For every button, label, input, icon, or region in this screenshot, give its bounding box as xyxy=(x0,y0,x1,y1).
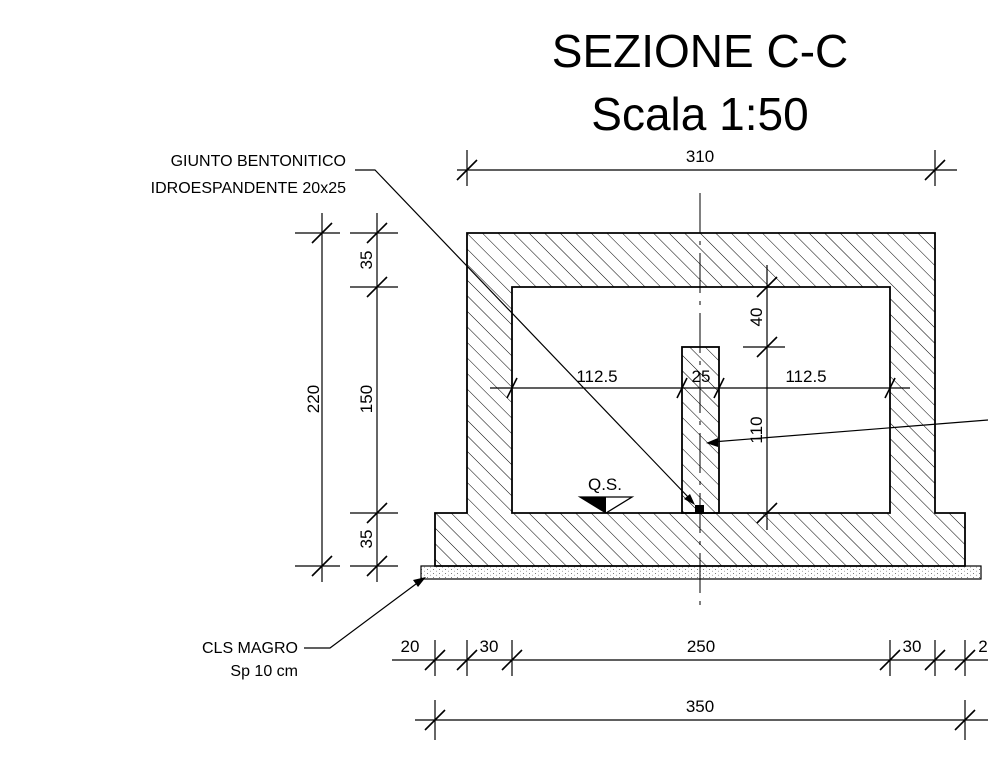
dim-bottom-right-toe-text: 2 xyxy=(978,637,987,656)
right-edge-leader xyxy=(706,419,988,447)
lean-concrete-leader: CLS MAGRO Sp 10 cm xyxy=(202,577,426,680)
dim-bottom-right-wall-text: 30 xyxy=(903,637,922,656)
dim-top-total-text: 310 xyxy=(686,147,714,166)
joint-label-line2: IDROESPANDENTE 20x25 xyxy=(151,180,346,197)
scale-title: Scala 1:50 xyxy=(591,88,808,140)
dim-bottom-left-wall-text: 30 xyxy=(480,637,499,656)
water-level-text: Q.S. xyxy=(588,475,622,494)
dim-inner-chain: 112.5 25 112.5 xyxy=(490,367,910,399)
dim-left-clear-text: 150 xyxy=(357,385,376,413)
water-level-marker: Q.S. xyxy=(577,475,635,514)
lean-concrete-label-line1: CLS MAGRO xyxy=(202,640,298,657)
joint-label-line1: GIUNTO BENTONITICO xyxy=(171,153,346,170)
culvert-section xyxy=(434,232,966,567)
dim-wall-thickness-text: 25 xyxy=(692,367,711,386)
dim-wall-top-gap-text: 40 xyxy=(747,308,766,327)
dim-left-total: 220 xyxy=(295,213,340,582)
dim-bottom-clear-text: 250 xyxy=(687,637,715,656)
dim-wall-height-text: 110 xyxy=(747,416,766,443)
dim-inner-left-text: 112.5 xyxy=(576,367,617,386)
dim-bottom-total: 350 xyxy=(415,697,988,740)
dim-left-top-slab-text: 35 xyxy=(357,251,376,270)
dim-wall-vertical: 40 110 xyxy=(743,265,785,530)
joint-leader: GIUNTO BENTONITICO IDROESPANDENTE 20x25 xyxy=(151,153,695,505)
dim-bottom-total-text: 350 xyxy=(686,697,714,716)
dim-inner-right-text: 112.5 xyxy=(785,367,826,386)
section-title: SEZIONE C-C xyxy=(552,25,848,77)
dim-bottom-left-toe-text: 20 xyxy=(401,637,420,656)
dim-left-total-text: 220 xyxy=(304,385,323,413)
dim-left-bottom-slab-text: 35 xyxy=(357,530,376,549)
dim-top-total: 310 xyxy=(456,147,957,186)
dim-bottom-chain: 20 30 250 30 2 xyxy=(392,637,988,676)
dim-left-chain: 35 150 35 xyxy=(350,213,398,582)
lean-concrete-label-line2: Sp 10 cm xyxy=(230,663,298,680)
lean-concrete-slab xyxy=(420,565,982,580)
